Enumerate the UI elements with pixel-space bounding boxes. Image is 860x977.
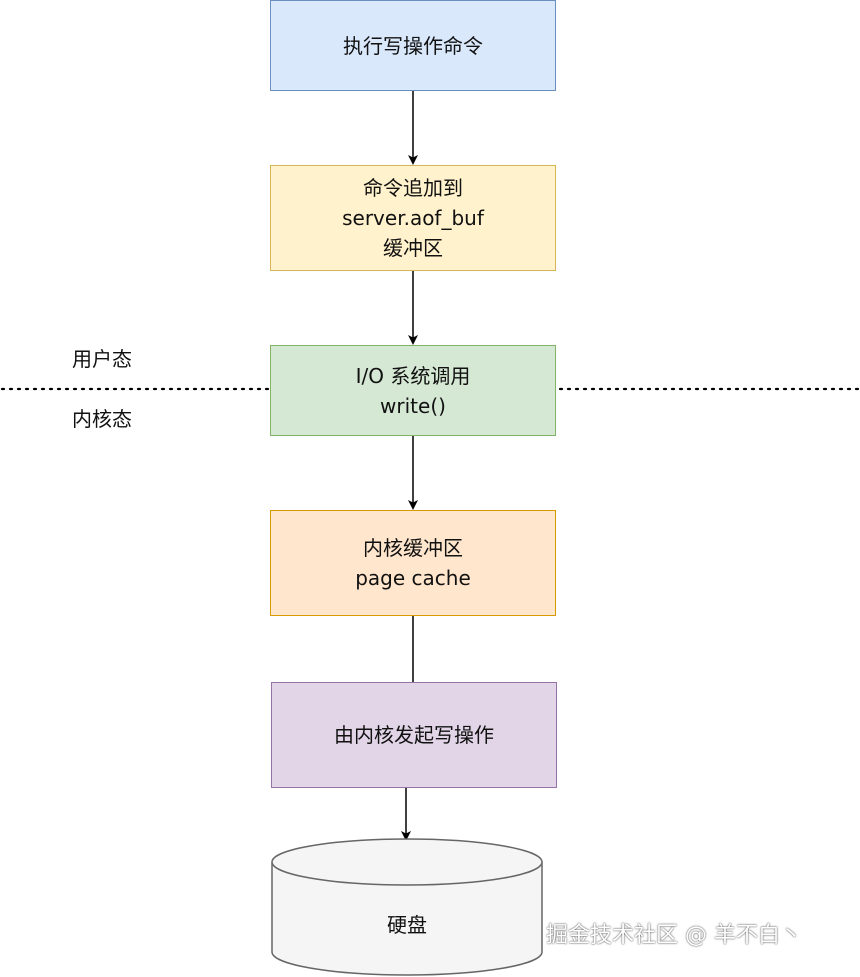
kernel-space-label: 内核态: [72, 407, 132, 431]
box3-line2: write(): [380, 393, 446, 418]
box5-line1: 由内核发起写操作: [334, 723, 494, 747]
watermark: 掘金技术社区 @ 羊不白丶: [546, 923, 802, 948]
disk-label: 硬盘: [387, 913, 427, 937]
box2-line1: 命令追加到: [363, 176, 463, 200]
execute-write-command-box: 执行写操作命令: [270, 0, 556, 91]
io-syscall-write-box: I/O 系统调用 write(): [270, 345, 556, 436]
box2-line2: server.aof_buf: [342, 206, 484, 230]
disk-cylinder: [271, 838, 543, 976]
box2-line3: 缓冲区: [383, 236, 443, 260]
box4-line2: page cache: [355, 566, 471, 590]
box3-line1: I/O 系统调用: [355, 363, 471, 388]
kernel-page-cache-box: 内核缓冲区 page cache: [270, 510, 556, 616]
user-space-label: 用户态: [72, 347, 132, 371]
kernel-initiates-write-box: 由内核发起写操作: [271, 682, 557, 788]
box4-line1: 内核缓冲区: [363, 536, 463, 560]
box1-line1: 执行写操作命令: [343, 33, 483, 58]
append-aof-buf-box: 命令追加到 server.aof_buf 缓冲区: [270, 165, 556, 271]
